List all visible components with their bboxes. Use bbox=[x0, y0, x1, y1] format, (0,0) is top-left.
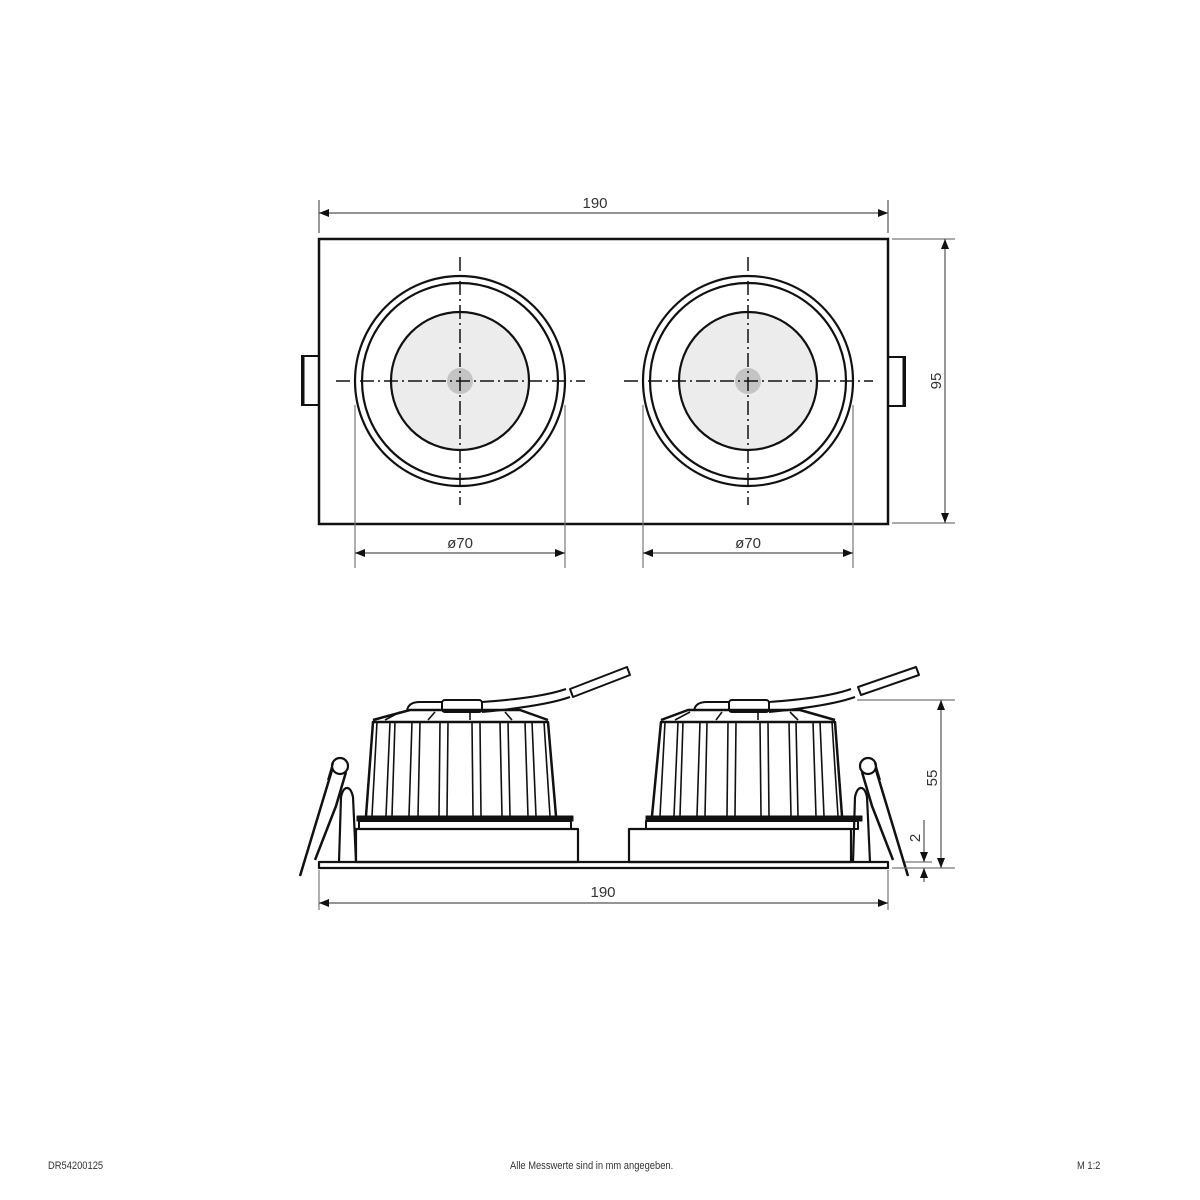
right-luminaire-top bbox=[624, 257, 873, 505]
top-height-dim: 95 bbox=[928, 373, 945, 390]
right-luminaire-side bbox=[627, 666, 920, 877]
right-diameter-dim: ø70 bbox=[735, 535, 761, 552]
side-view bbox=[298, 666, 920, 877]
top-view: 190 95 bbox=[301, 195, 955, 568]
side-width-dim: 190 bbox=[590, 884, 615, 901]
drawing-number: DR54200125 bbox=[48, 1160, 104, 1172]
top-width-dim: 190 bbox=[582, 195, 607, 212]
scale-label: M 1:2 bbox=[1077, 1160, 1101, 1172]
side-view-dimensions: 190 55 2 bbox=[318, 699, 955, 910]
flange-dim: 2 bbox=[907, 834, 924, 842]
left-diameter-dim: ø70 bbox=[447, 535, 473, 552]
measurement-note: Alle Messwerte sind in mm angegeben. bbox=[510, 1160, 674, 1172]
left-luminaire-top bbox=[336, 257, 585, 505]
side-height-dim: 55 bbox=[924, 770, 941, 787]
left-luminaire-side bbox=[298, 666, 631, 877]
